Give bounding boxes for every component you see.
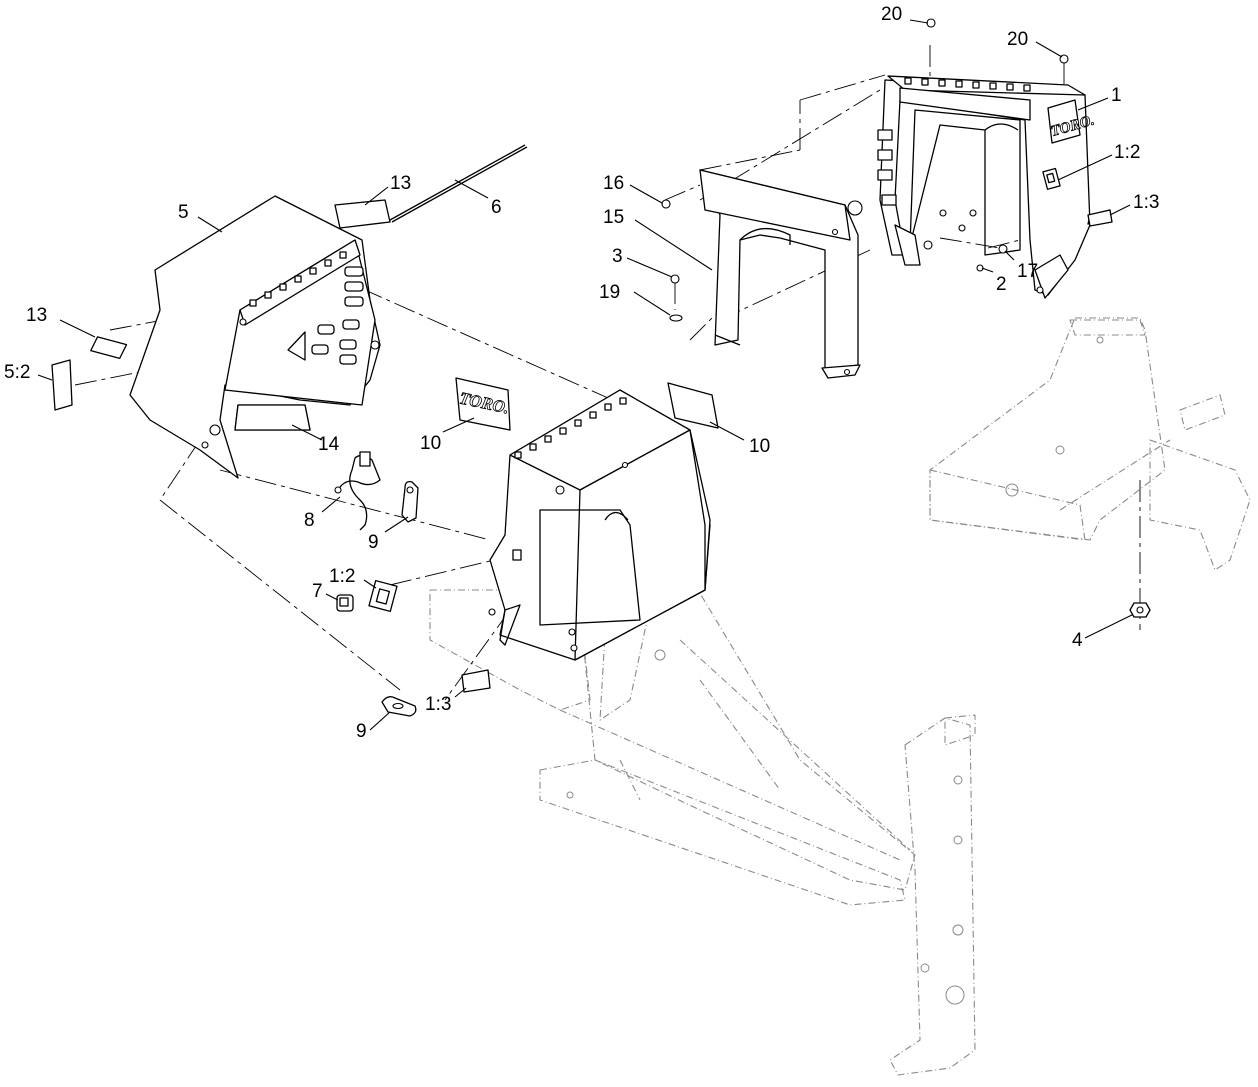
decal-1-3-top: [1087, 209, 1113, 227]
callout-9a: 9: [368, 532, 379, 553]
callout-9b: 9: [356, 721, 367, 742]
decal-13-top: [334, 199, 391, 229]
callout-19: 19: [599, 282, 620, 303]
callout-5: 5: [178, 202, 189, 223]
callout-10a: 10: [420, 433, 441, 454]
callout-2: 2: [996, 274, 1007, 295]
callout-1-2-top: 1:2: [1114, 142, 1140, 163]
ghost-right-frame: [929, 317, 1251, 630]
callout-15: 15: [603, 207, 624, 228]
part-9-bracket-b: [381, 696, 417, 717]
callout-16: 16: [603, 173, 624, 194]
decal-1-3-mid: [461, 669, 491, 693]
callout-4: 4: [1072, 630, 1083, 651]
callout-1-3-mid: 1:3: [425, 694, 451, 715]
hood-top-louvers: [904, 77, 1031, 92]
panel-15: [699, 169, 861, 379]
part-9-bracket-a: [401, 480, 419, 523]
callout-14: 14: [318, 434, 340, 455]
part-7-switch: [336, 594, 354, 612]
callout-labels: 20 20 1 1:2 1:3 16 15 3 19 2 17 13 6 5 1…: [4, 4, 1159, 742]
part-6-rod: [389, 144, 526, 221]
callout-10b: 10: [749, 436, 770, 457]
callout-3: 3: [612, 246, 623, 267]
decal-5-2: [51, 359, 73, 411]
decal-13-left: [90, 336, 128, 360]
callout-6: 6: [491, 197, 502, 218]
part-8-harness: [334, 451, 381, 531]
callout-1-3-top: 1:3: [1133, 192, 1159, 213]
decal-14: [234, 404, 311, 431]
part-4-nut: [1129, 602, 1151, 618]
callout-7: 7: [312, 581, 323, 602]
hood-assembly-top: TORO.: [661, 18, 1111, 322]
hood-left-louvers: [249, 251, 347, 307]
hood-center: [488, 389, 711, 661]
decals-small-parts: TORO.: [51, 144, 1113, 717]
callout-20b: 20: [1007, 29, 1028, 50]
callout-8: 8: [304, 510, 315, 531]
decal-10-logo: [455, 377, 511, 431]
callout-20a: 20: [881, 4, 902, 25]
callout-5-2: 5:2: [4, 362, 30, 383]
callout-1: 1: [1111, 85, 1122, 106]
leader-lines: [37, 19, 1139, 731]
hood-center-louvers: [514, 397, 627, 459]
hood-left-5: [129, 195, 381, 479]
part-1-2-bezel-mid: [368, 579, 398, 613]
callout-1-2-mid: 1:2: [329, 566, 355, 587]
callout-13b: 13: [26, 305, 47, 326]
decal-10-right: [667, 382, 719, 429]
callout-17: 17: [1017, 261, 1038, 282]
callout-13a: 13: [390, 173, 411, 194]
